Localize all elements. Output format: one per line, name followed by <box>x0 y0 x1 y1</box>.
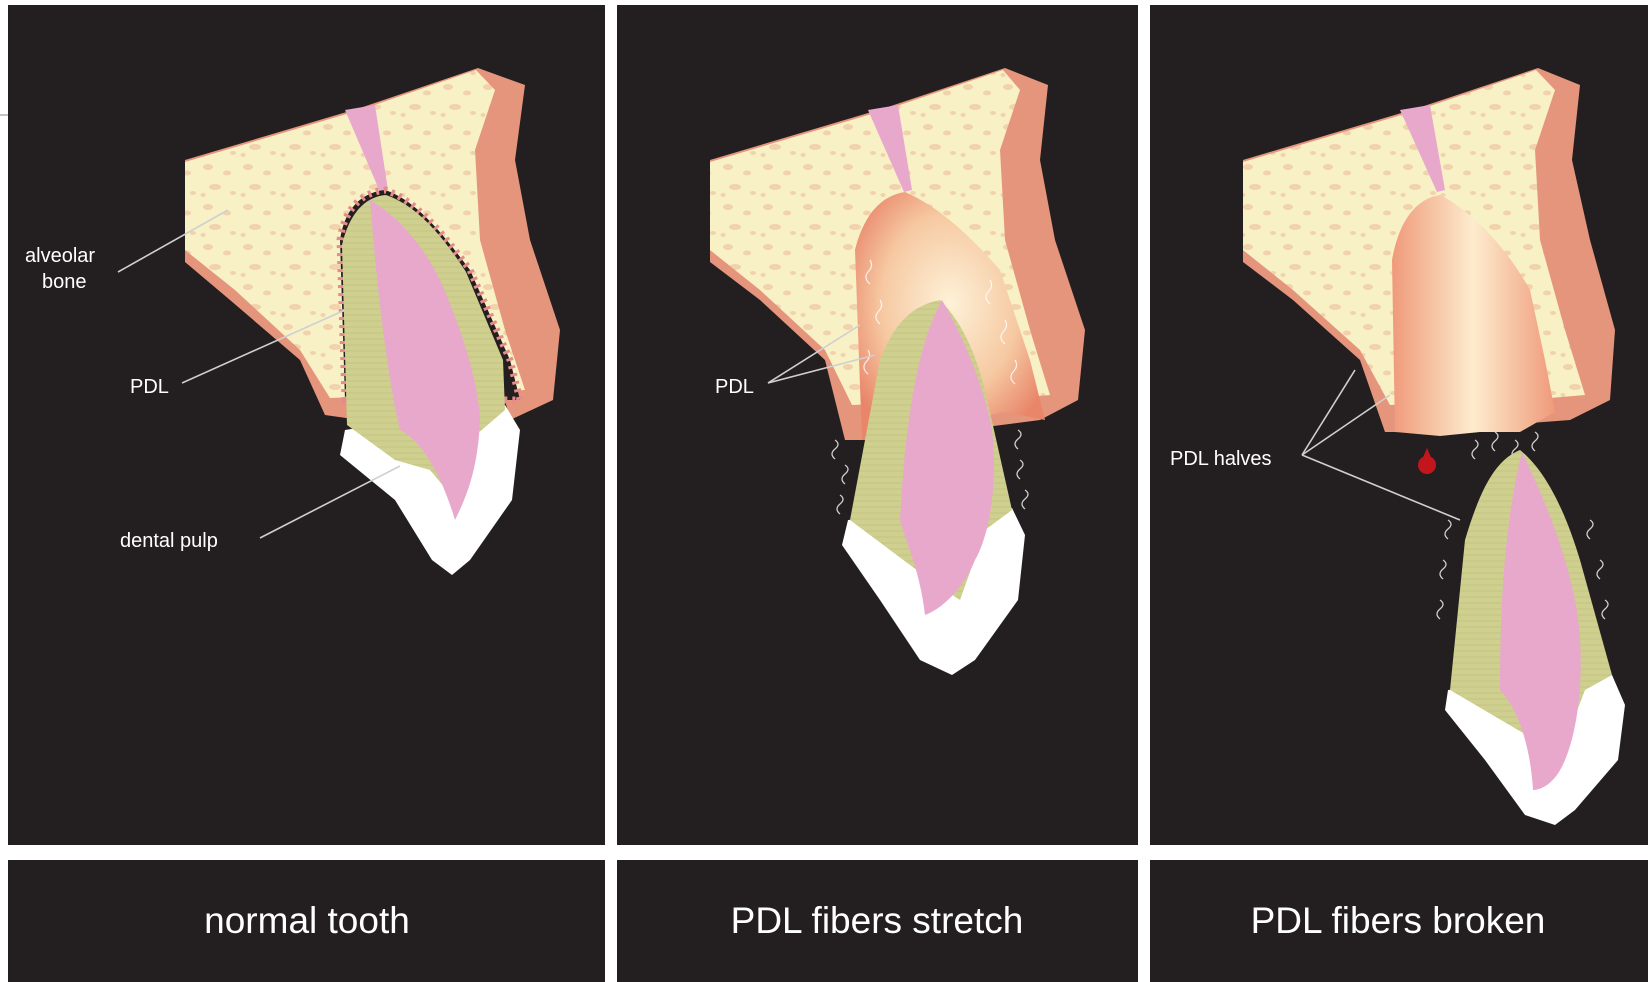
label-pdl-halves: PDL halves <box>1170 448 1272 470</box>
label-pdl-stretch: PDL <box>715 376 754 398</box>
caption-normal-tooth: normal tooth <box>204 900 410 941</box>
label-dental-pulp: dental pulp <box>120 530 218 552</box>
label-alveolar: alveolar <box>25 245 95 267</box>
label-bone: bone <box>42 271 87 293</box>
label-pdl-normal: PDL <box>130 376 169 398</box>
caption-pdl-broken: PDL fibers broken <box>1251 900 1546 941</box>
caption-pdl-stretch: PDL fibers stretch <box>731 900 1024 941</box>
